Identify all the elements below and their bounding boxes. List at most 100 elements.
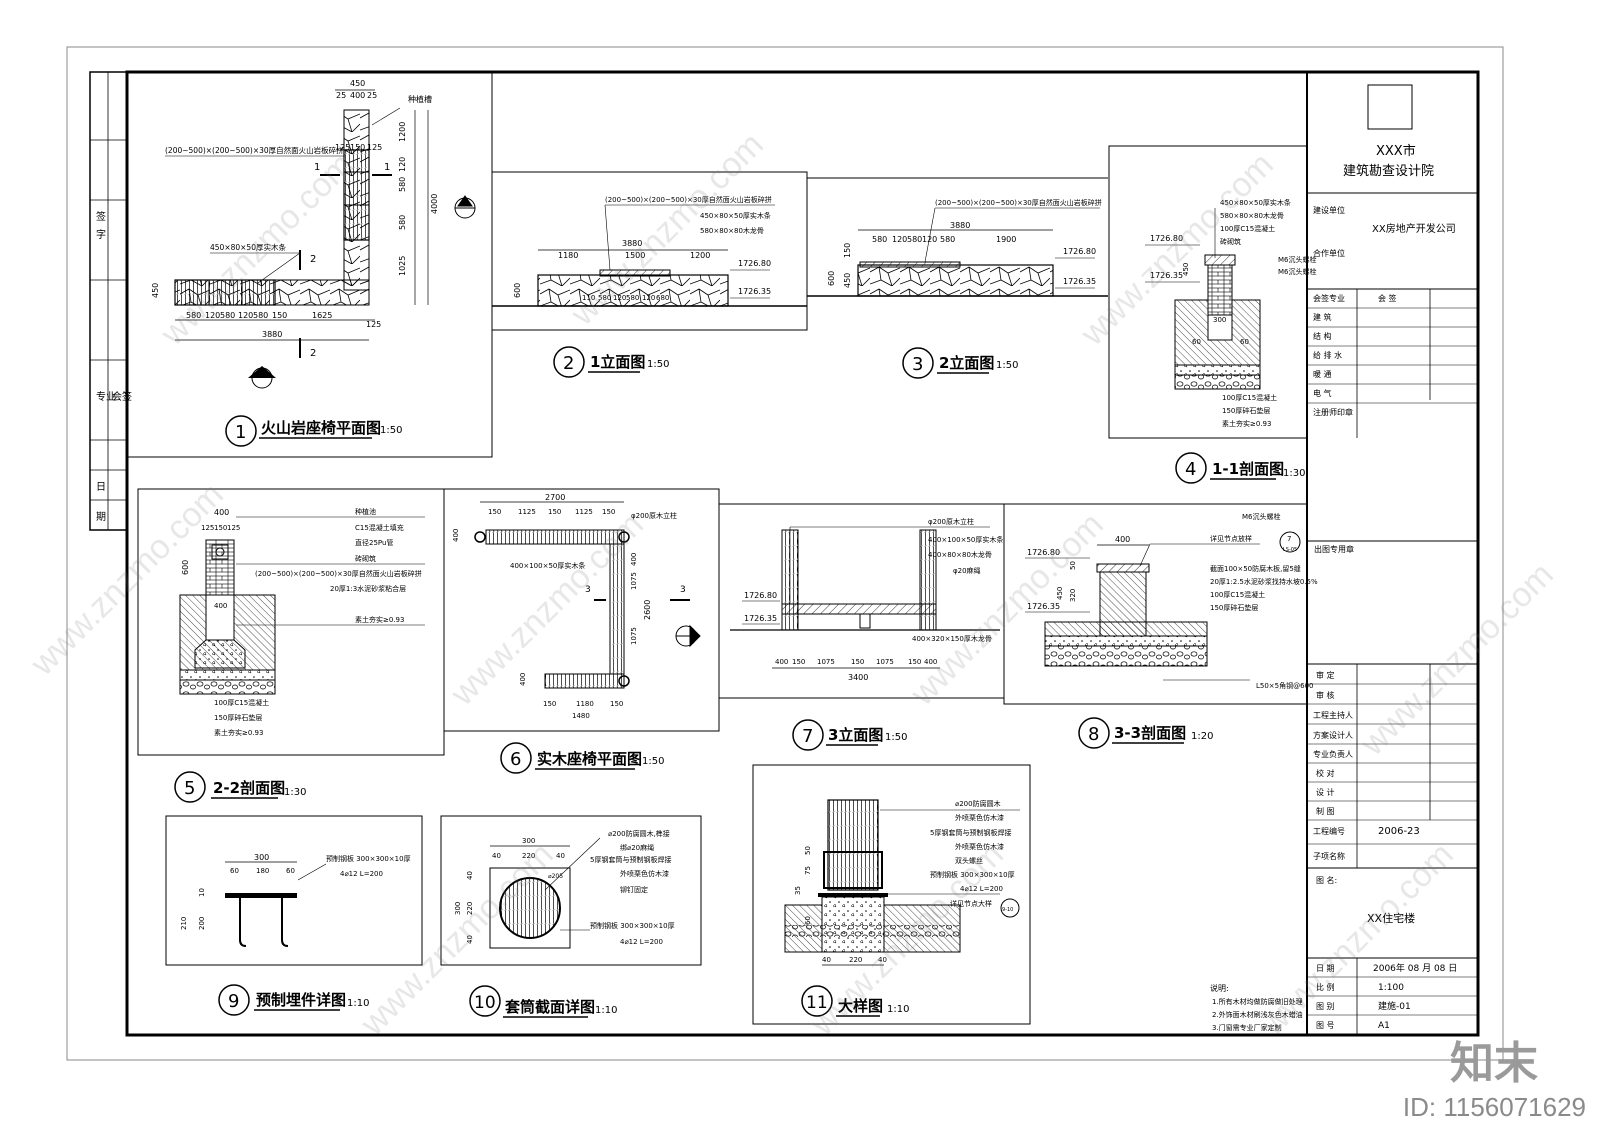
left-strip-text: 签 [96,210,106,223]
drawing-titles: 1 火山岩座椅平面图 1:50 2 1立面图 1:50 3 2立面图 1:50 … [174,346,1305,1018]
detail-5-section: 种植池 C15混凝土填充 直径25Pu管 砖砌筑 (200~500)×(200~… [137,488,445,756]
dim-text: 1025 [398,256,407,276]
callout-label: 外喷栗色仿木漆 [620,869,669,878]
dim-text: 400 [452,529,460,542]
elevation-text: 1726.80 [744,591,777,600]
detail-10-sleeve: 300 40 220 40 40 220 40 300 ⌀205 ⌀200防腐圆… [440,815,702,966]
dim-text: 320 [1069,589,1077,602]
title-number: 5 [184,778,195,799]
callout-label: (200~500)×(200~500)×30厚自然面火山岩板碎拼 [935,198,1102,207]
callout-label: 5厚钢套筒与预制钢板焊接 [930,828,1011,837]
left-strip-text: 字 [96,228,106,241]
callout-label: φ200原木立柱 [631,511,677,520]
callout-label: 450×80×50厚实木条 [1220,198,1291,207]
callout-label: M6沉头螺栓 [1242,512,1281,521]
title-scale: 1:50 [885,732,907,743]
sign-row-label: 电 气 [1313,388,1332,398]
dim-text: 1180 [576,700,594,708]
section-mark: 1 [384,162,390,173]
info-row-label: 图 别 [1316,1002,1335,1011]
elevation-text: 1726.35 [1150,271,1183,280]
callout-label: 双头螺丝 [955,856,983,865]
dim-text: 3880 [622,239,642,248]
dim-text: 600 [181,560,190,575]
callout-label: 素土夯实≥0.93 [355,615,404,624]
title-name: 套筒截面详图 [504,998,595,1016]
staff-row-label: 校 对 [1316,768,1335,778]
dim-text: 400 [775,658,788,666]
title-scale: 1:30 [284,787,306,798]
left-strip-text: 期 [96,511,106,523]
sign-row-label: 会签专业 [1313,293,1345,303]
elevation-text: 1726.80 [1150,234,1183,243]
title-number: 6 [510,749,521,770]
dim-text: 150 [851,658,864,666]
callout-label: 素土夯实≥0.93 [214,728,263,737]
subproject-label: 子项名称 [1313,851,1345,861]
dim-text: 150 [272,311,287,320]
elevation-text: 1726.80 [738,259,771,268]
title-scale: 1:50 [996,360,1018,371]
elevation-text: 1726.35 [1027,602,1060,611]
dim-text: 1480 [572,712,590,720]
title-name: 1-1剖面图 [1212,460,1284,478]
title-scale: 1:50 [642,756,664,767]
dim-text: 450 [1182,263,1190,276]
dim-text: 150 [908,658,921,666]
dim-text: 125 [227,524,240,532]
institute-line1: XXX市 [1376,143,1416,159]
dim-text: 150 [488,508,501,516]
wood-label: 450×80×50厚实木条 [210,242,286,252]
info-row-label: 日 期 [1316,964,1335,973]
callout-label: M6沉头螺栓 [1278,267,1317,276]
dim-text: 1200 [398,122,407,142]
dim-text: 1625 [312,311,332,320]
dim-text: 125 [367,143,382,152]
callout-label: 400×80×80木龙骨 [928,550,992,559]
info-row-label: 图 号 [1316,1021,1335,1030]
title-number: 9 [228,991,239,1012]
title-number: 10 [474,993,496,1013]
title-number: 7 [802,726,813,747]
detail-2-elevation: (200~500)×(200~500)×30厚自然面火山岩板碎拼 450×80×… [491,171,808,331]
dim-text: 680 [656,294,669,302]
elevation-text: 1726.35 [744,614,777,623]
dim-text: 1075 [876,658,894,666]
elevation-text: 1726.35 [738,287,771,296]
title-6: 6 实木座椅平面图 1:50 [500,742,664,774]
title-name: 火山岩座椅平面图 [261,419,381,437]
callout-label: 绑⌀20麻绳 [620,843,654,852]
dim-text: 120 [892,235,907,244]
drawing-name-label: 图 名: [1316,875,1337,885]
title-number: 1 [235,422,246,443]
title-1: 1 火山岩座椅平面图 1:50 [225,415,402,447]
dim-text: 10 [198,888,206,897]
title-scale: 1:10 [887,1004,909,1015]
callout-label: (200~500)×(200~500)×30厚自然面火山岩板碎拼 [605,195,772,204]
detail-3-elevation: (200~500)×(200~500)×30厚自然面火山岩板碎拼 3880 58… [807,177,1108,297]
title-name: 2立面图 [939,354,994,372]
dim-text: 150 [350,143,365,152]
dim-text: 60 [286,867,295,875]
title-7: 7 3立面图 1:50 [792,719,907,751]
staff-row-label: 方案设计人 [1313,730,1353,740]
dim-text: 120 [613,294,626,302]
title-block: XXX市 建筑勘查设计院 建设单位 XX房地产开发公司 合作单位 会签专业 会 … [1306,72,1478,1035]
dim-text: 300 [454,902,462,915]
callout-label: 4⌀12 L=200 [340,870,383,878]
stone-label: (200~500)×(200~500)×30厚自然面火山岩板碎拼 [165,145,344,155]
client-label: 建设单位 [1313,205,1345,215]
section-mark: 1 [314,162,320,173]
title-scale: 1:50 [380,425,402,436]
callout-label: φ200原木立柱 [928,517,974,526]
dim-text: 400 [630,553,638,566]
sign-row-label: 给 排 水 [1313,350,1342,360]
title-9: 9 预制埋件详图 1:10 [218,984,369,1016]
title-2: 2 1立面图 1:50 [553,346,669,378]
dim-text: 120 [398,157,407,172]
dim-text: 400 [924,658,937,666]
title-scale: 1:10 [347,998,369,1009]
callout-label: 100厚C15混凝土 [1210,590,1265,599]
dim-text: 400 [350,91,365,100]
